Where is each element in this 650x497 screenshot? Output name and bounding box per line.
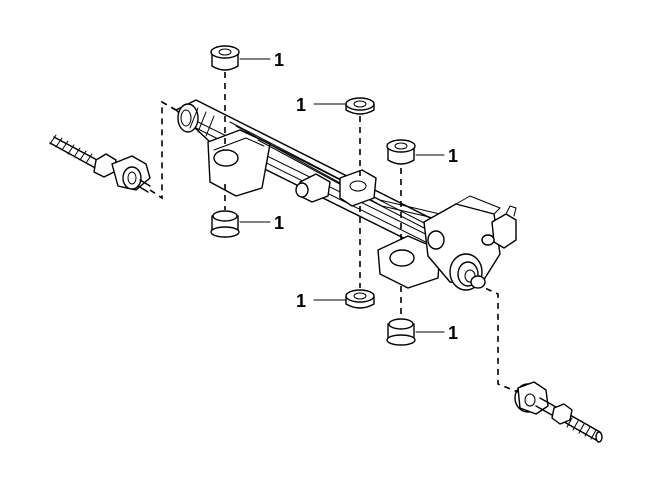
- rack-housing: [175, 99, 517, 291]
- bushing-bottom-right: [386, 318, 416, 346]
- bushing-top-left: [210, 45, 240, 71]
- bushing-right-top: [386, 139, 416, 165]
- callout-label: 1: [448, 323, 458, 343]
- right-tie-rod-leader: [475, 283, 519, 393]
- bushing-bottom-left: [210, 210, 240, 238]
- bushing-middle-top: [345, 97, 375, 115]
- callout-label: 1: [296, 291, 306, 311]
- callout-label: 1: [296, 95, 306, 115]
- callout-label: 1: [448, 146, 458, 166]
- callout-label: 1: [274, 213, 284, 233]
- callout-label: 1: [274, 50, 284, 70]
- left-tie-rod-leader: [149, 100, 177, 200]
- bushing-middle-bottom: [345, 289, 375, 309]
- left-tie-rod: [49, 134, 151, 193]
- right-tie-rod: [514, 381, 603, 443]
